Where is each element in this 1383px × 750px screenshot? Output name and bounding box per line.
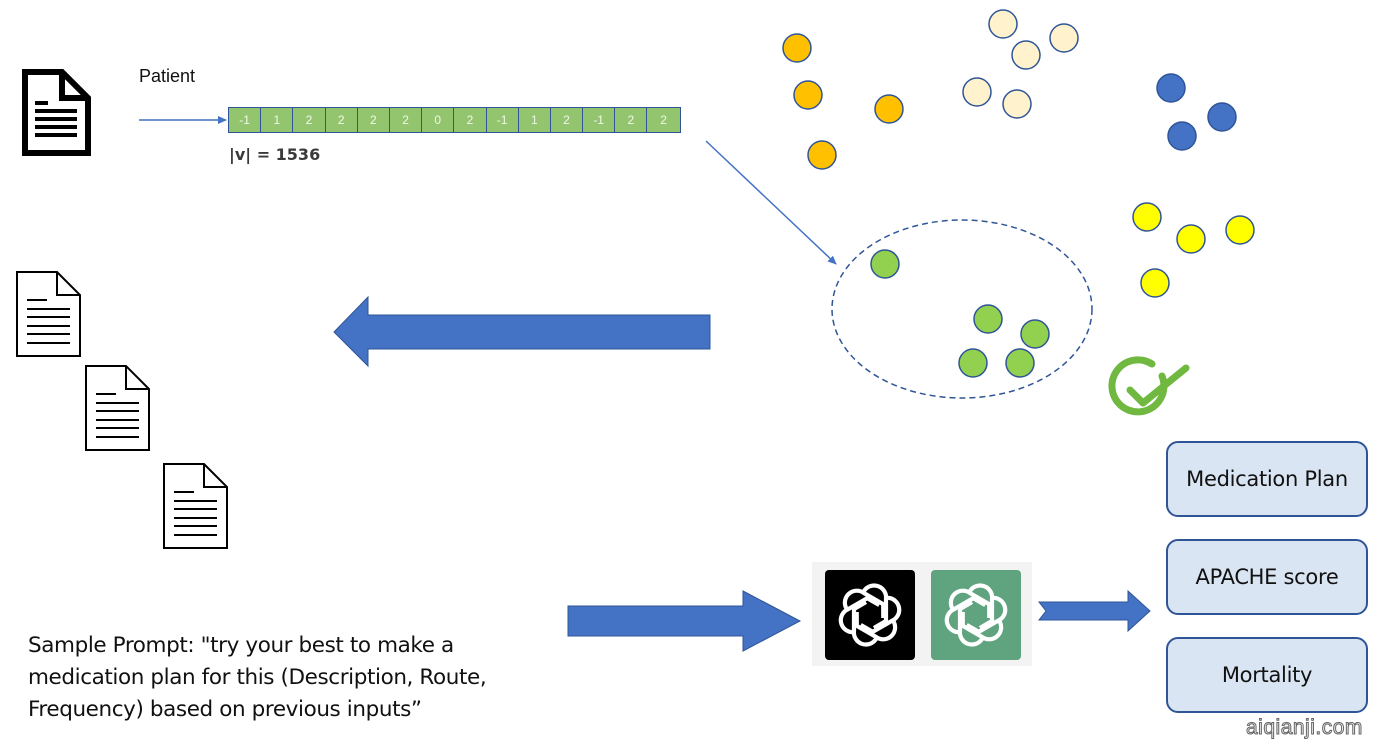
embedding-point	[782, 33, 812, 63]
retrieved-document-icon	[85, 365, 150, 451]
embedding-point	[870, 249, 900, 279]
vector-cell: 1	[261, 108, 294, 132]
embedding-point	[973, 304, 1003, 334]
vector-cell: 2	[647, 108, 680, 132]
sample-prompt-text: Sample Prompt: "try your best to make a …	[28, 633, 487, 722]
vector-dimension-label: |v| = 1536	[229, 145, 321, 164]
embedding-point	[1002, 89, 1032, 119]
vector-cell: 2	[550, 108, 584, 132]
vector-cell: 2	[325, 108, 358, 132]
embedding-point	[1207, 102, 1237, 132]
cluster-blue	[1156, 73, 1237, 151]
retrieved-document-icon	[16, 271, 81, 357]
openai-knot-icon	[835, 583, 905, 650]
vector-cell: -1	[583, 108, 616, 132]
retrieval-arrow-left	[333, 295, 711, 368]
patient-label: Patient	[139, 66, 196, 86]
embedding-point	[1011, 40, 1041, 70]
vector-cell: 2	[293, 108, 326, 132]
vector-cell: 1	[518, 108, 551, 132]
vector-cell: -1	[229, 108, 262, 132]
embedding-point	[793, 80, 823, 110]
embedding-point	[1132, 202, 1162, 232]
cluster-orange	[782, 33, 904, 170]
vector-cell: 2	[389, 108, 423, 132]
embedding-point	[1005, 348, 1035, 378]
embedding-point	[1049, 23, 1079, 53]
embedding-point	[1176, 224, 1206, 254]
embedding-point	[874, 94, 904, 124]
prompt-to-llm-arrow	[567, 590, 802, 652]
vector-cell: 2	[357, 108, 390, 132]
embedding-point	[988, 9, 1018, 39]
output-mortality: Mortality	[1166, 637, 1368, 713]
embedding-point	[1156, 73, 1186, 103]
vector-cell: 2	[454, 108, 487, 132]
watermark: aiqianji.com	[1246, 716, 1363, 740]
check-circle-icon	[1108, 356, 1190, 416]
embedding-point	[1020, 319, 1050, 349]
vector-cell: -1	[486, 108, 519, 132]
openai-logo-black	[825, 570, 915, 660]
output-medication-plan: Medication Plan	[1166, 441, 1368, 517]
retrieved-document-icon	[163, 463, 228, 549]
patient-document-icon	[22, 69, 91, 156]
embedding-point	[1140, 268, 1170, 298]
embedding-point	[1167, 121, 1197, 151]
embedding-point	[1225, 215, 1255, 245]
llm-to-outputs-arrow	[1037, 589, 1151, 633]
selection-ellipse	[831, 219, 1093, 399]
openai-logo-green	[931, 570, 1021, 660]
cluster-selected	[831, 219, 1093, 399]
openai-knot-icon	[941, 583, 1011, 650]
vector-to-cluster-arrow	[705, 140, 837, 265]
vector-cell: 0	[422, 108, 455, 132]
cluster-yellow	[1132, 202, 1255, 298]
cluster-cream	[962, 9, 1079, 119]
embedding-point	[962, 77, 992, 107]
embedding-point	[807, 140, 837, 170]
output-apache-score: APACHE score	[1166, 539, 1368, 615]
embedding-point	[958, 348, 988, 378]
vector-cell: 2	[615, 108, 648, 132]
